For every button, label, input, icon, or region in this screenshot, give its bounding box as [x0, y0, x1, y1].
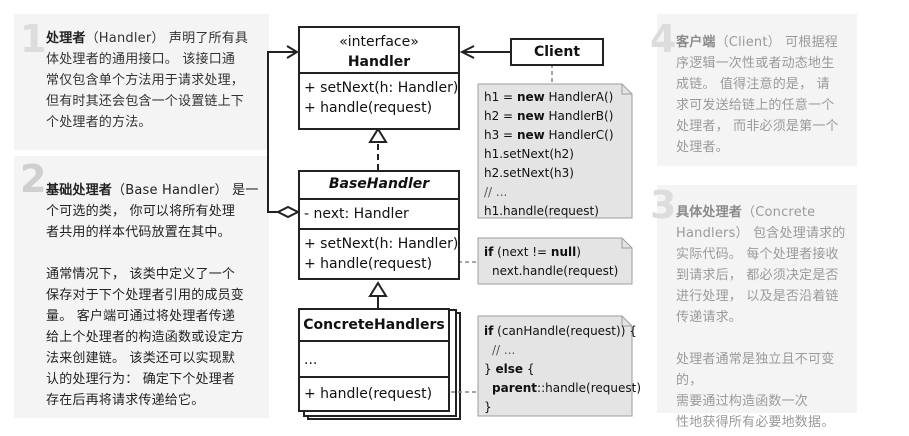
handler-interface-box: «interface» Handler + setNext(h: Handler… [298, 26, 460, 130]
base-handler-method-handle: + handle(request) [304, 256, 433, 272]
note-base-bg [477, 237, 633, 285]
handler-stereotype: «interface» [339, 34, 419, 50]
panel-1-text: 处理者（Handler） 声明了所有具 体处理者的通用接口。 该接口通 常仅包含… [46, 31, 249, 130]
handler-method-setnext: + setNext(h: Handler) [304, 80, 459, 96]
client-title: Client [533, 44, 581, 60]
handler-title: Handler [347, 54, 411, 70]
concrete-handlers-method-handle: + handle(request) [304, 386, 433, 402]
note-base-handle-code: if (next != null) next.handle(request) [484, 245, 619, 278]
note-client-bg [477, 83, 633, 219]
panel-base-handler-description [14, 156, 269, 418]
base-handler-field-next: - next: Handler [304, 206, 409, 222]
concrete-handlers-title: ConcreteHandlers [303, 317, 445, 333]
step-number-4: 4 [650, 17, 677, 61]
panel-4-text: 客户端（Client） 可根据程 序逻辑一次性或者动态地生 成链。 值得注意的是… [676, 35, 839, 155]
panel-3-title: 具体处理者 [676, 205, 743, 220]
panel-2-text: 基础处理者（Base Handler） 是一 个可选的类， 你可以将所有处理 者… [46, 183, 259, 408]
step-number-1: 1 [20, 17, 47, 61]
handler-method-handle: + handle(request) [304, 100, 433, 116]
concrete-handlers-box: ConcreteHandlers ... + handle(request) [298, 308, 450, 412]
base-handler-method-setnext: + setNext(h: Handler) [304, 236, 459, 252]
panel-concrete-description [657, 185, 857, 413]
panel-2-title: 基础处理者 [46, 183, 113, 198]
panel-4-title: 客户端 [676, 35, 716, 50]
step-number-2: 2 [20, 157, 47, 201]
concrete-handlers-field: ... [304, 352, 318, 368]
note-client-code: h1 = new HandlerA() h2 = new HandlerB() … [484, 90, 614, 218]
panel-client-description [657, 14, 857, 166]
base-handler-title: BaseHandler [328, 176, 430, 192]
panel-3-text: 具体处理者（Concrete Handlers） 包含处理请求的 实际代码。 每… [676, 205, 846, 430]
note-concrete-bg [477, 315, 633, 417]
client-box: Client [510, 38, 604, 66]
panel-handler-description [14, 14, 269, 150]
panel-1-title: 处理者 [46, 31, 86, 46]
base-handler-box: BaseHandler - next: Handler + setNext(h:… [298, 170, 460, 280]
note-concrete-handle-code: if (canHandle(request)) { // ... } else … [484, 324, 641, 414]
step-number-3: 3 [650, 183, 677, 227]
